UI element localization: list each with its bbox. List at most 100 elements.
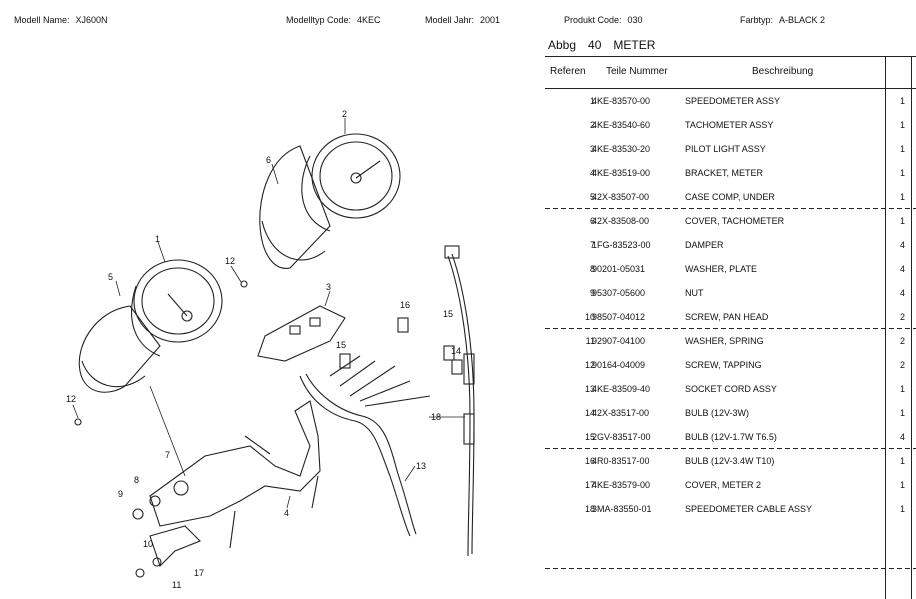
callout-6: 6 <box>266 155 271 165</box>
part-number-cell: 4KE-83530-20 <box>592 144 651 154</box>
part-number-cell: 90201-05031 <box>592 264 646 274</box>
quantity-cell: 4 <box>899 264 905 274</box>
section-label: Abbg <box>548 38 577 52</box>
quantity-cell: 1 <box>899 144 905 154</box>
type-code-label: Modelltyp Code: <box>286 15 352 25</box>
quantity-cell: 1 <box>899 192 905 202</box>
callout-7: 7 <box>165 450 170 460</box>
description-cell: COVER, METER 2 <box>685 480 762 490</box>
part-number-cell: 95307-05600 <box>592 288 646 298</box>
quantity-cell: 1 <box>899 96 905 106</box>
product-code-value: 030 <box>627 15 643 25</box>
ref-cell: 10 <box>584 312 595 322</box>
ref-cell: 4 <box>589 168 595 178</box>
callout-3: 3 <box>326 282 331 292</box>
ref-cell: 18 <box>584 504 595 514</box>
type-code-value: 4KEC <box>357 15 381 25</box>
callout-13: 13 <box>416 461 426 471</box>
meter-cover-part <box>149 525 201 568</box>
quantity-cell: 1 <box>899 504 905 514</box>
tachometer-cover-part <box>259 145 331 269</box>
part-number-cell: 4KE-83570-00 <box>592 96 651 106</box>
description-cell: NUT <box>685 288 704 298</box>
part-number-cell: 4KE-83540-60 <box>592 120 651 130</box>
model-name-value: XJ600N <box>75 15 108 25</box>
description-cell: COVER, TACHOMETER <box>685 216 785 226</box>
part-number-cell: 2GV-83517-00 <box>592 432 651 442</box>
model-name-label: Modell Name: <box>14 15 70 25</box>
callout-17: 17 <box>194 568 204 578</box>
part-number-cell: 92907-04100 <box>592 336 646 346</box>
pilot-light-part <box>257 305 346 362</box>
ref-cell: 5 <box>589 192 595 202</box>
part-number-cell: 4KE-83519-00 <box>592 168 651 178</box>
model-type-code: Modelltyp Code: 4KEC <box>286 15 381 25</box>
part-number-cell: 42X-83517-00 <box>592 408 650 418</box>
description-cell: BRACKET, METER <box>685 168 764 178</box>
description-cell: SCREW, PAN HEAD <box>685 312 769 322</box>
bulb-parts <box>339 317 463 375</box>
quantity-cell: 2 <box>899 336 905 346</box>
section-number: 40 <box>588 38 602 52</box>
color-value: A-BLACK 2 <box>779 15 826 25</box>
quantity-cell: 4 <box>899 288 905 298</box>
column-header-part: Teile Nummer <box>606 66 668 77</box>
part-number-cell: 4KE-83509-40 <box>592 384 651 394</box>
callout-1: 1 <box>155 234 160 244</box>
description-cell: SCREW, TAPPING <box>685 360 762 370</box>
column-header-ref: Referen <box>550 66 586 77</box>
part-number-cell: 42X-83508-00 <box>592 216 650 226</box>
ref-cell: 17 <box>584 480 595 490</box>
ref-cell: 11 <box>585 336 595 346</box>
ref-cell: 6 <box>589 216 595 226</box>
callout-11: 11 <box>172 580 181 590</box>
part-number-cell: 4R0-83517-00 <box>592 456 650 466</box>
description-cell: BULB (12V-3.4W T10) <box>685 456 775 466</box>
callout-5: 5 <box>108 272 113 282</box>
description-cell: WASHER, SPRING <box>685 336 764 346</box>
tachometer-part <box>301 133 401 232</box>
meter-bracket-part <box>149 400 321 549</box>
description-cell: SOCKET CORD ASSY <box>685 384 777 394</box>
quantity-cell: 4 <box>899 432 905 442</box>
callout-4: 4 <box>284 508 289 518</box>
description-cell: PILOT LIGHT ASSY <box>685 144 766 154</box>
callout-10: 10 <box>143 539 153 549</box>
part-number-cell: 3MA-83550-01 <box>592 504 652 514</box>
part-number-cell: 4KE-83579-00 <box>592 480 651 490</box>
leader-lines <box>72 118 465 509</box>
ref-cell: 8 <box>589 264 595 274</box>
quantity-cell: 1 <box>899 408 905 418</box>
callout-18: 18 <box>431 412 441 422</box>
description-cell: DAMPER <box>685 240 724 250</box>
callout-12b: 12 <box>66 394 76 404</box>
ref-cell: 15 <box>584 432 595 442</box>
ref-cell: 12 <box>584 360 595 370</box>
description-cell: CASE COMP, UNDER <box>685 192 775 202</box>
quantity-cell: 1 <box>899 168 905 178</box>
ref-cell: 16 <box>584 456 595 466</box>
callout-8: 8 <box>134 475 139 485</box>
quantity-cell: 2 <box>899 360 905 370</box>
color-label: Farbtyp: <box>740 15 774 25</box>
speedometer-case-part <box>78 305 161 393</box>
quantity-cell: 4 <box>899 240 905 250</box>
year-value: 2001 <box>480 15 501 25</box>
quantity-cell: 1 <box>899 480 905 490</box>
